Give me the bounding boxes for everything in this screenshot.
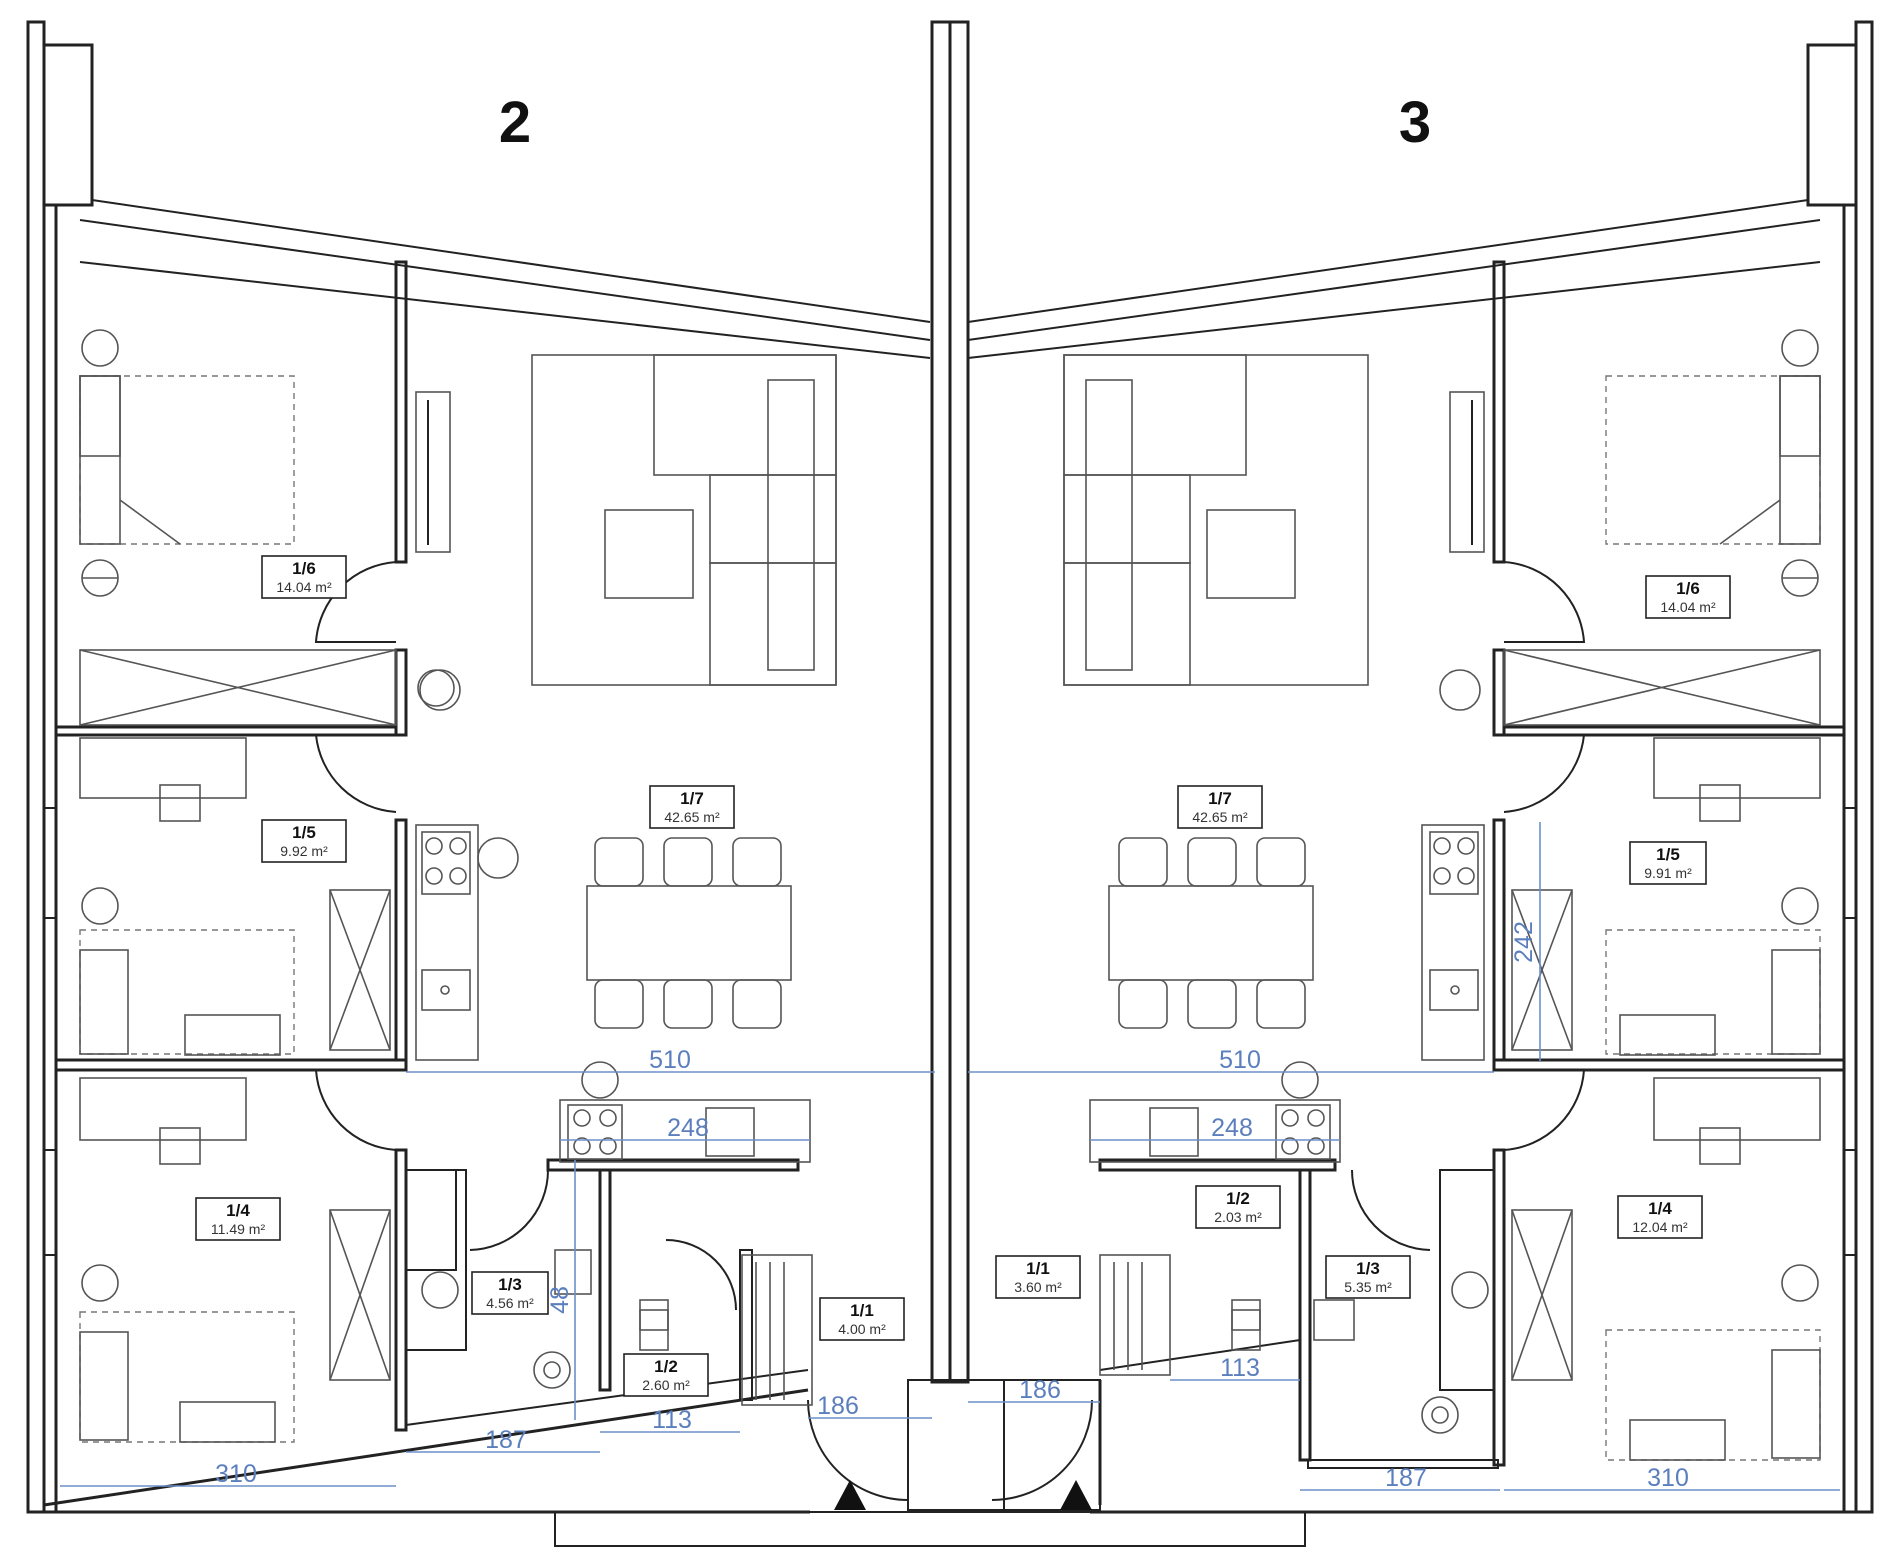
dim-text: 113: [652, 1406, 692, 1434]
room-label: 1/3 4.56 m²: [471, 1271, 549, 1315]
room-area: 11.49 m²: [211, 1221, 266, 1237]
dim-text: 186: [1019, 1376, 1061, 1404]
room-area: 3.60 m²: [1014, 1279, 1062, 1295]
room-id: 1/4: [1648, 1199, 1672, 1218]
door-swings: [314, 561, 1586, 1511]
entrance-marker-left: [834, 1480, 866, 1510]
outer-walls: [26, 20, 1874, 1547]
unit-2-walls: [54, 260, 800, 1432]
room-id: 1/5: [1656, 845, 1680, 864]
room-area: 9.92 m²: [280, 843, 328, 859]
room-label: 1/3 5.35 m²: [1325, 1255, 1411, 1299]
room-label: 1/2 2.60 m²: [623, 1353, 709, 1397]
dim-text: 248: [1211, 1114, 1253, 1142]
unit-3-angled-south-wall: [1099, 1339, 1301, 1371]
dim-text: 187: [1385, 1464, 1427, 1492]
dimension-lines: [60, 822, 1840, 1491]
room-area: 9.91 m²: [1644, 865, 1692, 881]
room-label: 1/6 14.04 m²: [1645, 575, 1731, 619]
room-label: 1/1 3.60 m²: [995, 1255, 1081, 1299]
room-label: 1/4 11.49 m²: [195, 1197, 281, 1241]
room-area: 42.65 m²: [664, 809, 720, 825]
unit-number: 2: [499, 90, 531, 155]
room-label: 1/2 2.03 m²: [1195, 1185, 1281, 1229]
room-label: 1/7 42.65 m²: [649, 785, 735, 829]
dim-text: 310: [1647, 1464, 1689, 1492]
unit-3-walls: [1098, 260, 1846, 1469]
entrance-marker-right: [1060, 1480, 1092, 1510]
room-id: 1/1: [1026, 1259, 1050, 1278]
room-area: 4.00 m²: [838, 1321, 886, 1337]
dim-text: 186: [817, 1392, 859, 1420]
room-id: 1/3: [498, 1275, 522, 1294]
room-area: 12.04 m²: [1632, 1219, 1688, 1235]
dim-text: 242: [1510, 921, 1538, 963]
room-label: 1/4 12.04 m²: [1617, 1195, 1703, 1239]
unit-2-furniture: [79, 329, 837, 1443]
dim-text: 48: [546, 1286, 574, 1314]
room-label: 1/5 9.92 m²: [261, 819, 347, 863]
room-area: 42.65 m²: [1192, 809, 1248, 825]
dim-text: 510: [1219, 1046, 1261, 1074]
room-id: 1/6: [1676, 579, 1700, 598]
room-id: 1/1: [850, 1301, 874, 1320]
room-area: 2.60 m²: [642, 1377, 690, 1393]
unit-number: 3: [1399, 90, 1431, 155]
dim-text: 113: [1220, 1354, 1260, 1382]
dim-text: 510: [649, 1046, 691, 1074]
room-label: 1/1 4.00 m²: [819, 1297, 905, 1341]
unit-3-furniture: [1063, 329, 1821, 1461]
room-id: 1/2: [654, 1357, 678, 1376]
room-area: 5.35 m²: [1344, 1279, 1392, 1295]
room-id: 1/6: [292, 559, 316, 578]
room-label: 1/7 42.65 m²: [1177, 785, 1263, 829]
room-id: 1/3: [1356, 1259, 1380, 1278]
dim-text: 310: [215, 1460, 257, 1488]
room-id: 1/7: [1208, 789, 1232, 808]
room-area: 14.04 m²: [276, 579, 332, 595]
room-id: 1/7: [680, 789, 704, 808]
angled-facade: [79, 199, 1821, 359]
room-area: 2.03 m²: [1214, 1209, 1262, 1225]
dim-text: 248: [667, 1114, 709, 1142]
room-id: 1/4: [226, 1201, 250, 1220]
room-area: 4.56 m²: [486, 1295, 534, 1311]
room-area: 14.04 m²: [1660, 599, 1716, 615]
dim-text: 187: [485, 1426, 527, 1454]
room-id: 1/2: [1226, 1189, 1250, 1208]
room-id: 1/5: [292, 823, 316, 842]
unit-2-angled-south-wall: [43, 1388, 809, 1507]
room-label: 1/6 14.04 m²: [261, 555, 347, 599]
room-label: 1/5 9.91 m²: [1629, 841, 1707, 885]
